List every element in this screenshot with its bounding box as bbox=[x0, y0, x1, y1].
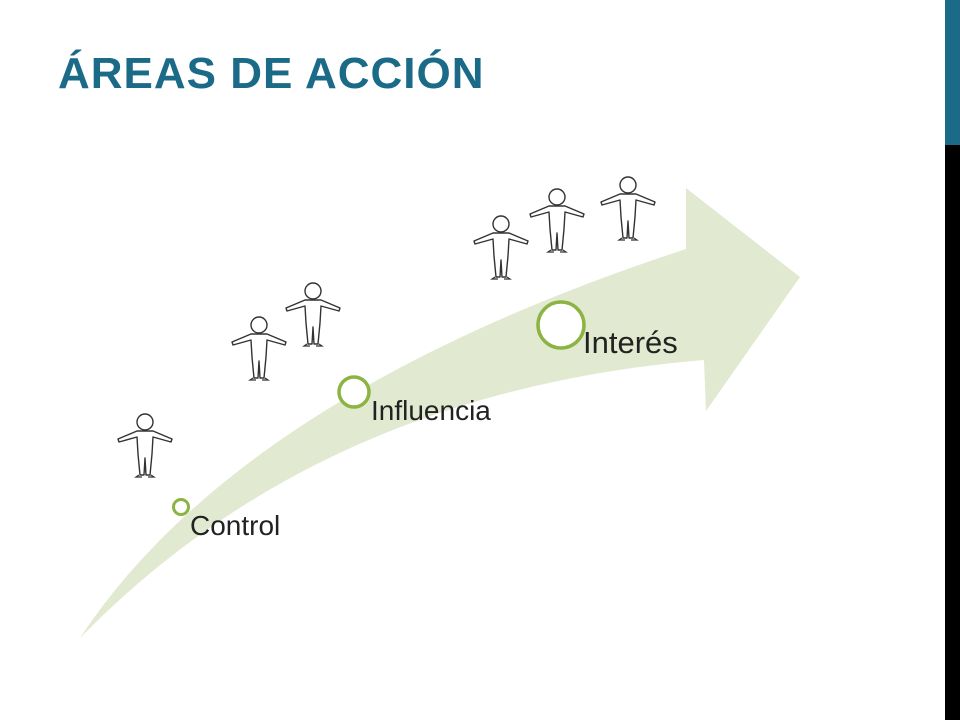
person-icon bbox=[117, 413, 173, 478]
influencia-marker-icon bbox=[337, 375, 371, 409]
side-bar bbox=[945, 0, 960, 720]
stage-label-interes: Interés bbox=[583, 325, 678, 360]
progress-arrow bbox=[80, 188, 800, 638]
page-title: ÁREAS DE ACCIÓN bbox=[58, 49, 485, 98]
control-marker-icon bbox=[172, 498, 190, 516]
person-icon bbox=[285, 282, 341, 347]
stage-label-control: Control bbox=[190, 510, 280, 541]
person-icon bbox=[473, 215, 529, 280]
side-accent-bar bbox=[945, 0, 960, 145]
stage-label-influencia: Influencia bbox=[371, 395, 491, 426]
person-icon bbox=[231, 316, 287, 381]
person-icon bbox=[529, 188, 585, 253]
interes-marker-icon bbox=[536, 300, 586, 350]
person-icon bbox=[600, 176, 656, 241]
